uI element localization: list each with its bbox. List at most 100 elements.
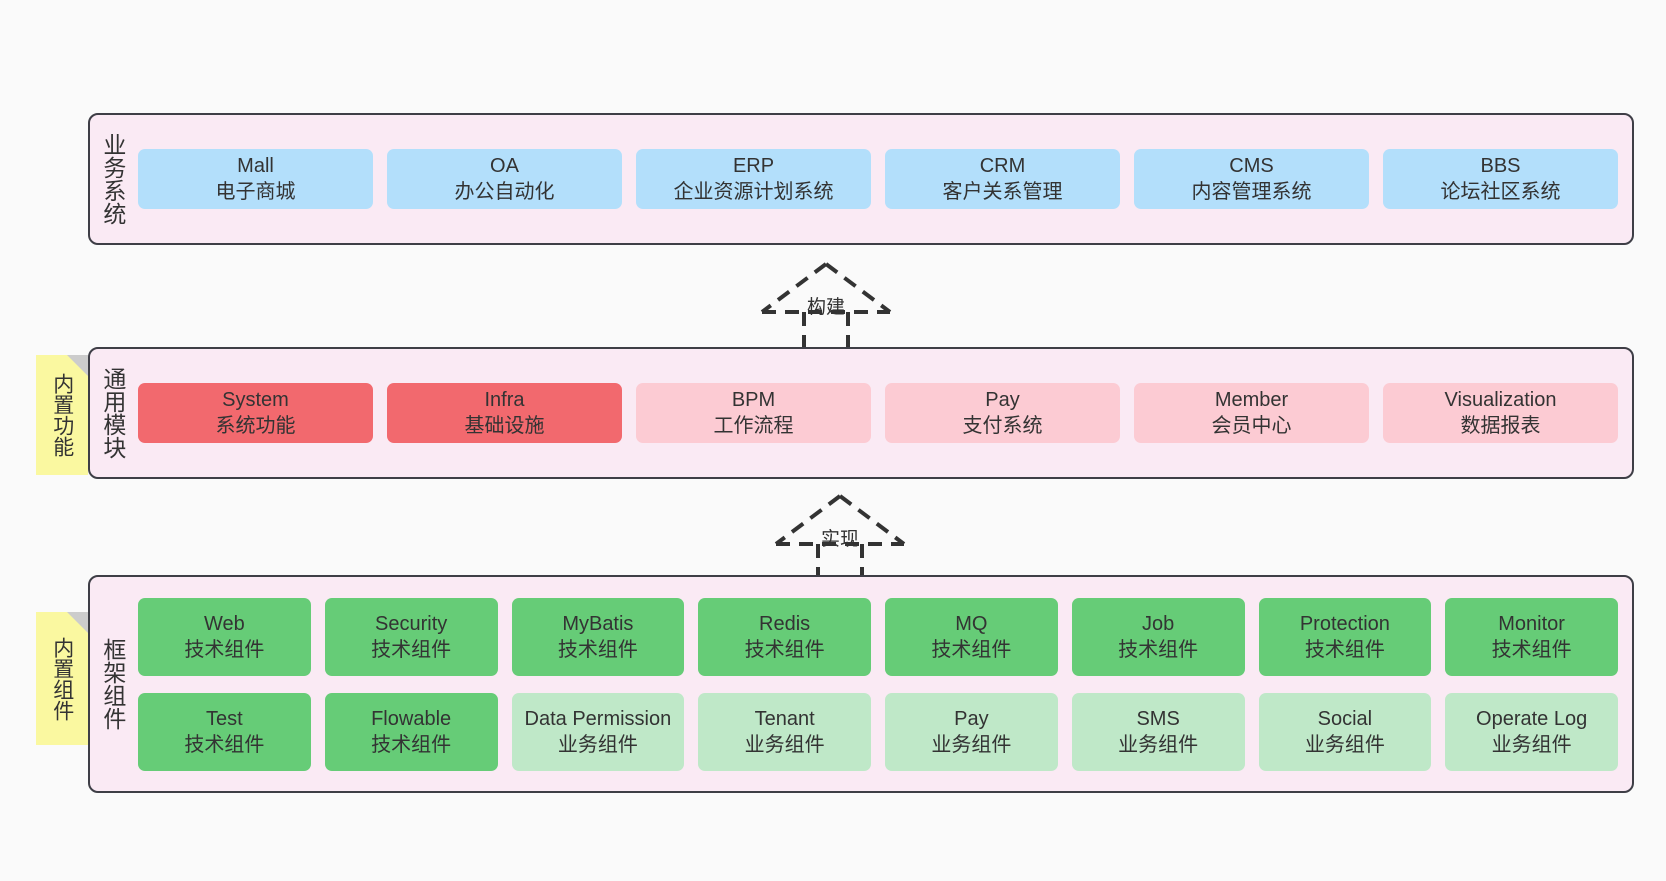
card-subtitle: 会员中心	[1211, 415, 1292, 437]
card-pay[interactable]: Pay 业务组件	[885, 692, 1058, 771]
card-title: Redis	[759, 612, 811, 635]
card-subtitle: 技术组件	[744, 638, 825, 661]
sticky-fold-corner	[67, 612, 88, 633]
card-subtitle: 业务组件	[1491, 733, 1572, 756]
card-data-permission[interactable]: Data Permission 业务组件	[511, 692, 685, 771]
card-flowable[interactable]: Flowable 技术组件	[324, 692, 498, 771]
card-mq[interactable]: MQ 技术组件	[885, 597, 1058, 676]
card-crm[interactable]: CRM 客户关系管理	[885, 149, 1120, 209]
card-subtitle: 支付系统	[962, 415, 1043, 437]
card-title: MyBatis	[562, 612, 634, 635]
card-subtitle: 数据报表	[1460, 415, 1541, 437]
card-subtitle: 技术组件	[557, 638, 638, 661]
card-title: Job	[1142, 612, 1175, 635]
connector-build: 构建	[746, 258, 906, 358]
card-tenant[interactable]: Tenant 业务组件	[698, 692, 871, 771]
card-sms[interactable]: SMS 业务组件	[1071, 692, 1245, 771]
card-monitor[interactable]: Monitor 技术组件	[1445, 597, 1618, 676]
card-title: CMS	[1229, 155, 1274, 177]
sticky-fold-corner	[67, 355, 88, 376]
card-title: Social	[1317, 707, 1373, 730]
common-card-row: System 系统功能 Infra 基础设施 BPM 工作流程 Pay 支付系统 Member 会…	[138, 383, 1618, 443]
card-title: MQ	[955, 612, 988, 635]
card-member[interactable]: Member 会员中心	[1134, 383, 1369, 443]
sticky-note-builtin-features-label: 内置功能	[50, 373, 74, 457]
card-subtitle: 技术组件	[931, 638, 1012, 661]
card-pay[interactable]: Pay 支付系统	[885, 383, 1120, 443]
sticky-note-builtin-components: 内置组件	[36, 612, 88, 745]
card-title: Mall	[237, 155, 274, 177]
card-mall[interactable]: Mall 电子商城	[138, 149, 373, 209]
card-subtitle: 工作流程	[713, 415, 794, 437]
layer-common-label: 通用模块	[99, 367, 126, 459]
card-title: Pay	[985, 389, 1020, 411]
card-subtitle: 电子商城	[215, 181, 296, 203]
card-title: Tenant	[754, 707, 815, 730]
card-title: Protection	[1299, 612, 1390, 635]
card-title: Flowable	[371, 707, 452, 730]
card-subtitle: 客户关系管理	[942, 181, 1063, 203]
card-title: BBS	[1480, 155, 1521, 177]
card-protection[interactable]: Protection 技术组件	[1258, 597, 1432, 676]
card-bpm[interactable]: BPM 工作流程	[636, 383, 871, 443]
card-title: Web	[203, 612, 245, 635]
card-subtitle: 技术组件	[371, 638, 452, 661]
card-subtitle: 技术组件	[1304, 638, 1385, 661]
card-subtitle: 内容管理系统	[1191, 181, 1312, 203]
card-subtitle: 业务组件	[744, 733, 825, 756]
connector-implement-label: 实现	[820, 529, 860, 550]
card-mybatis[interactable]: MyBatis 技术组件	[511, 597, 685, 676]
card-title: Test	[206, 707, 243, 730]
card-title: SMS	[1136, 707, 1180, 730]
card-test[interactable]: Test 技术组件	[138, 692, 311, 771]
card-subtitle: 业务组件	[931, 733, 1012, 756]
connector-build-label: 构建	[806, 297, 846, 318]
sticky-note-builtin-components-label: 内置组件	[50, 636, 74, 721]
layer-common-modules: 通用模块 System 系统功能 Infra 基础设施 BPM 工作流程 Pay 支付系统 Me…	[88, 347, 1634, 479]
card-title: Data Permission	[524, 707, 672, 730]
card-title: System	[222, 389, 289, 411]
card-subtitle: 业务组件	[1118, 733, 1199, 756]
card-title: ERP	[732, 155, 775, 177]
card-subtitle: 企业资源计划系统	[673, 181, 834, 203]
card-cms[interactable]: CMS 内容管理系统	[1134, 149, 1369, 209]
card-job[interactable]: Job 技术组件	[1071, 597, 1245, 676]
card-security[interactable]: Security 技术组件	[324, 597, 498, 676]
card-title: CRM	[979, 155, 1026, 177]
layer-framework-label: 框架组件	[99, 638, 126, 730]
card-title: BPM	[731, 389, 776, 411]
card-subtitle: 基础设施	[464, 415, 545, 437]
card-subtitle: 技术组件	[1491, 638, 1572, 661]
card-title: Member	[1214, 389, 1289, 411]
card-subtitle: 技术组件	[184, 733, 265, 756]
card-system[interactable]: System 系统功能	[138, 383, 373, 443]
card-title: Security	[375, 612, 448, 635]
card-social[interactable]: Social 业务组件	[1258, 692, 1432, 771]
layer-business-label: 业务系统	[99, 133, 126, 225]
card-subtitle: 技术组件	[371, 733, 452, 756]
card-bbs[interactable]: BBS 论坛社区系统	[1383, 149, 1618, 209]
card-subtitle: 系统功能	[215, 415, 296, 437]
card-erp[interactable]: ERP 企业资源计划系统	[636, 149, 871, 209]
card-title: Infra	[484, 389, 525, 411]
card-title: Monitor	[1498, 612, 1565, 635]
card-subtitle: 技术组件	[1118, 638, 1199, 661]
card-title: Pay	[954, 707, 989, 730]
card-subtitle: 业务组件	[557, 733, 638, 756]
card-subtitle: 论坛社区系统	[1440, 181, 1561, 203]
sticky-note-builtin-features: 内置功能	[36, 355, 88, 475]
card-infra[interactable]: Infra 基础设施	[387, 383, 622, 443]
card-title: OA	[490, 155, 519, 177]
card-redis[interactable]: Redis 技术组件	[698, 597, 871, 676]
card-subtitle: 业务组件	[1304, 733, 1385, 756]
